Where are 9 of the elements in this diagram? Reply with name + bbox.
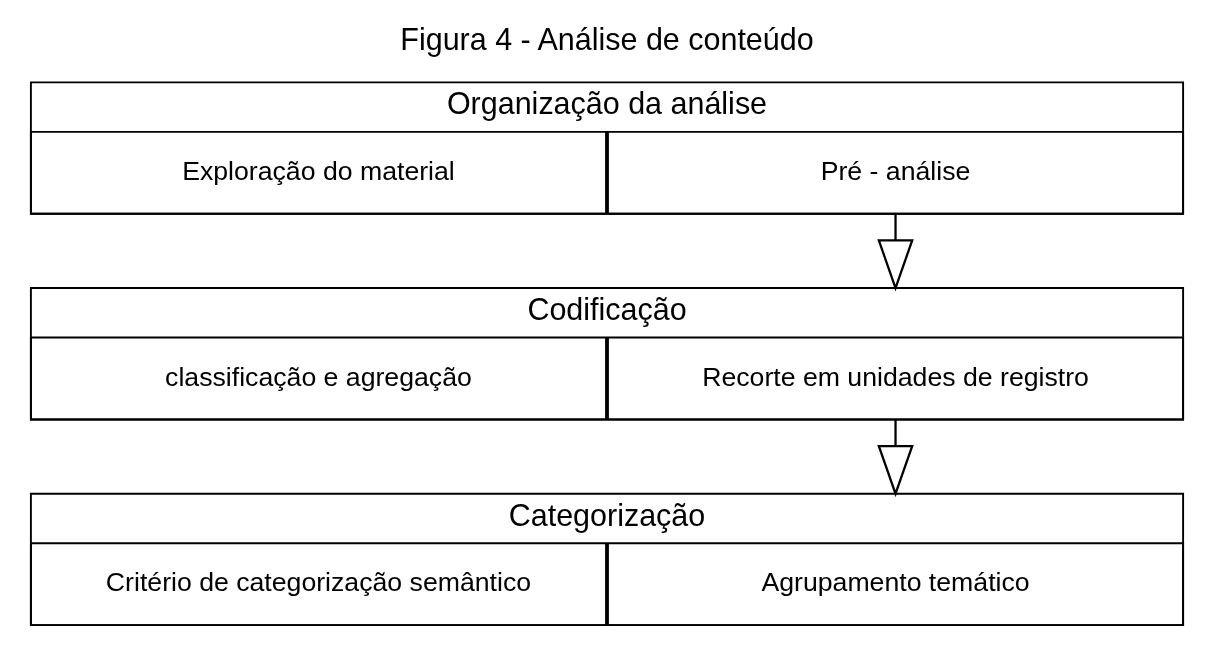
node-box: Critério de categorização semântico xyxy=(29,541,607,626)
node-box: Pré - análise xyxy=(607,130,1185,215)
arrow xyxy=(877,213,914,291)
node-box: Exploração do material xyxy=(29,130,607,215)
node-box: classificação e agregação xyxy=(29,336,607,420)
node-box: Agrupamento temático xyxy=(607,541,1185,626)
diagram-title: Figura 4 - Análise de conteúdo xyxy=(400,21,814,56)
arrow xyxy=(877,419,914,497)
node-box: Recorte em unidades de registro xyxy=(607,336,1185,420)
